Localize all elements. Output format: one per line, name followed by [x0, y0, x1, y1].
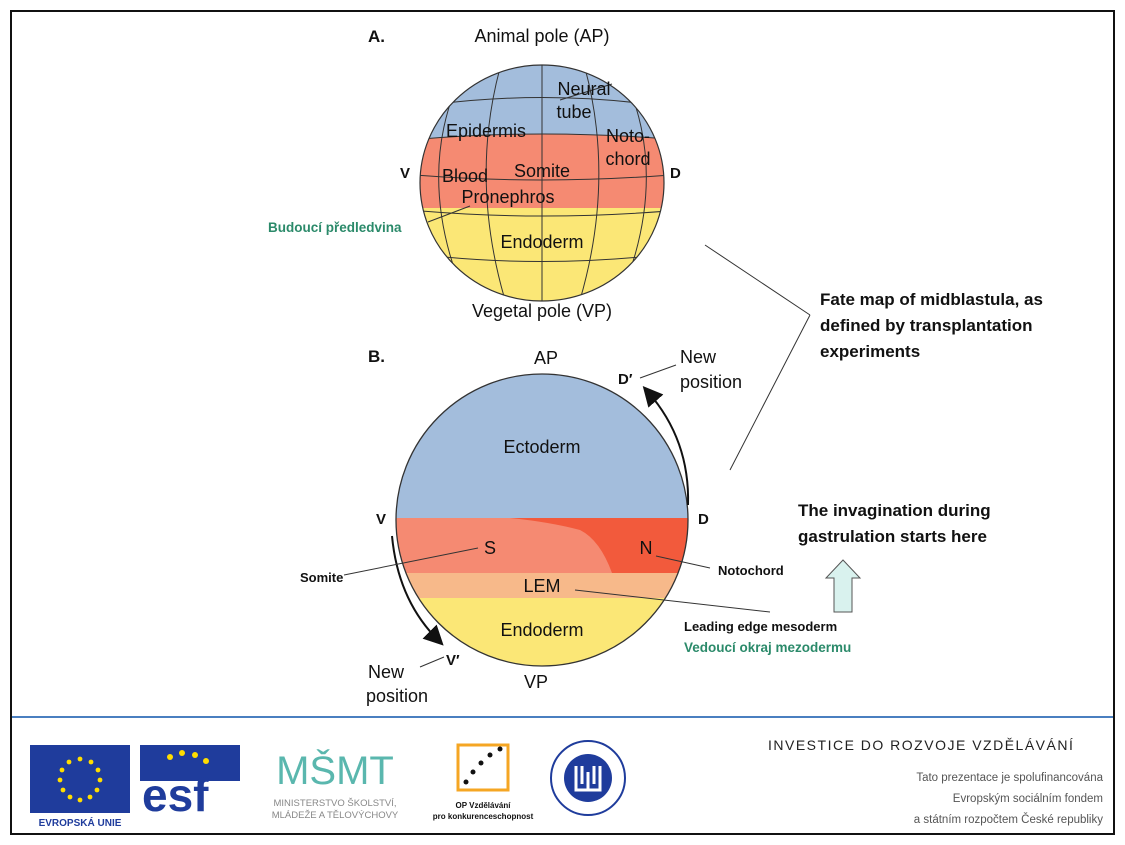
footer-divider: [12, 716, 1113, 718]
panel-b-new-position-bottom-1: New: [368, 662, 405, 682]
msmt-logo: MŠMT MINISTERSTVO ŠKOLSTVÍ, MLÁDEŽE A TĚ…: [250, 740, 420, 825]
panel-a-somite-label: Somite: [514, 161, 570, 181]
caption-line-3: experiments: [820, 342, 920, 361]
panel-b-n-label: N: [640, 538, 653, 558]
panel-b-s-label: S: [484, 538, 496, 558]
panel-b-lem-label: LEM: [523, 576, 560, 596]
caption-line-1: Fate map of midblastula, as: [820, 290, 1043, 309]
lem-callout-label: Leading edge mesoderm: [684, 619, 837, 634]
panel-b-lem-region: [396, 573, 688, 598]
embryo-diagram: A. Animal pole (AP) Vegetal pole (VP) V …: [268, 26, 1043, 706]
svg-text:MŠMT: MŠMT: [276, 748, 394, 793]
panel-b-ectoderm-label: Ectoderm: [503, 437, 580, 457]
panel-a-vegetal-pole-label: Vegetal pole (VP): [472, 301, 612, 321]
svg-text:MINISTERSTVO ŠKOLSTVÍ,: MINISTERSTVO ŠKOLSTVÍ,: [274, 798, 397, 809]
muni-seal-logo: [548, 738, 628, 818]
notochord-callout-label: Notochord: [718, 563, 784, 578]
invagination-text-2: gastrulation starts here: [798, 527, 987, 546]
op-vzdelavani-logo: OP Vzdělávání pro konkurenceschopnost: [428, 740, 538, 825]
panel-a-notochord-label-1: Noto-: [606, 126, 650, 146]
panel-b-new-position-bottom-2: position: [366, 686, 428, 706]
lem-czech-callout-label: Vedoucí okraj mezodermu: [684, 640, 851, 655]
slide-frame: [10, 10, 1115, 835]
panel-a-endoderm-label: Endoderm: [500, 232, 583, 252]
panel-a-ventral-label: V: [400, 165, 410, 182]
panel-a-mesoderm-band: [420, 134, 664, 216]
funding-line-2: Evropským sociálním fondem: [952, 793, 1103, 805]
panel-a-epidermis-label: Epidermis: [446, 121, 526, 141]
funding-note: Tato prezentace je spolufinancována Evro…: [914, 768, 1103, 831]
dorsal-rotation-arrow: [642, 385, 690, 506]
panel-b-d-prime-label: D′: [618, 371, 633, 388]
panel-a-sphere: [419, 64, 665, 302]
svg-text:MLÁDEŽE A TĚLOVÝCHOVY: MLÁDEŽE A TĚLOVÝCHOVY: [272, 810, 399, 821]
panel-b-notochord-region: [510, 518, 688, 573]
invagination-up-arrow: [824, 559, 862, 613]
invagination-text-1: The invagination during: [798, 501, 991, 520]
panel-a-animal-pole-label: Animal pole (AP): [474, 26, 609, 46]
eu-flag-logo: EVROPSKÁ UNIE: [30, 745, 130, 829]
panel-b-letter: B.: [368, 347, 385, 366]
panel-b-new-position-top-1: New: [680, 347, 717, 367]
funding-line-1: Tato prezentace je spolufinancována: [916, 772, 1103, 784]
panel-b-new-position-top-2: position: [680, 372, 742, 392]
panel-a-pronephros-label: Pronephros: [461, 187, 554, 207]
svg-text:OP Vzdělávání: OP Vzdělávání: [456, 801, 512, 810]
panel-b-ventral-label: V: [376, 511, 386, 528]
svg-text:esf: esf: [142, 769, 209, 813]
panel-a-notochord-label-2: chord: [605, 149, 650, 169]
panel-b-endoderm-label: Endoderm: [500, 620, 583, 640]
eu-label: EVROPSKÁ UNIE: [38, 818, 122, 829]
panel-b-vp-label: VP: [524, 672, 548, 692]
panel-a-neural-tube-label-1: Neural: [557, 79, 610, 99]
panel-a-dorsal-label: D: [670, 165, 681, 182]
investice-title: INVESTICE DO ROZVOJE VZDĚLÁVÁNÍ: [768, 737, 1075, 753]
esf-logo: esf: [140, 745, 240, 821]
panel-a-blood-label: Blood: [442, 166, 488, 186]
panel-a-neural-tube-label-2: tube: [556, 102, 591, 122]
caption-line-2: defined by transplantation: [820, 316, 1033, 335]
panel-a-letter: A.: [368, 27, 385, 46]
panel-b-v-prime-label: V′: [446, 652, 460, 669]
panel-a-czech-pronephros-label: Budoucí předledvina: [268, 220, 402, 235]
somite-callout-label: Somite: [300, 570, 343, 585]
ventral-rotation-arrow: [391, 535, 444, 646]
panel-b-dorsal-label: D: [698, 511, 709, 528]
panel-b-ap-label: AP: [534, 348, 558, 368]
funding-line-3: a státním rozpočtem České republiky: [913, 814, 1103, 826]
svg-text:pro konkurenceschopnost: pro konkurenceschopnost: [433, 812, 534, 821]
